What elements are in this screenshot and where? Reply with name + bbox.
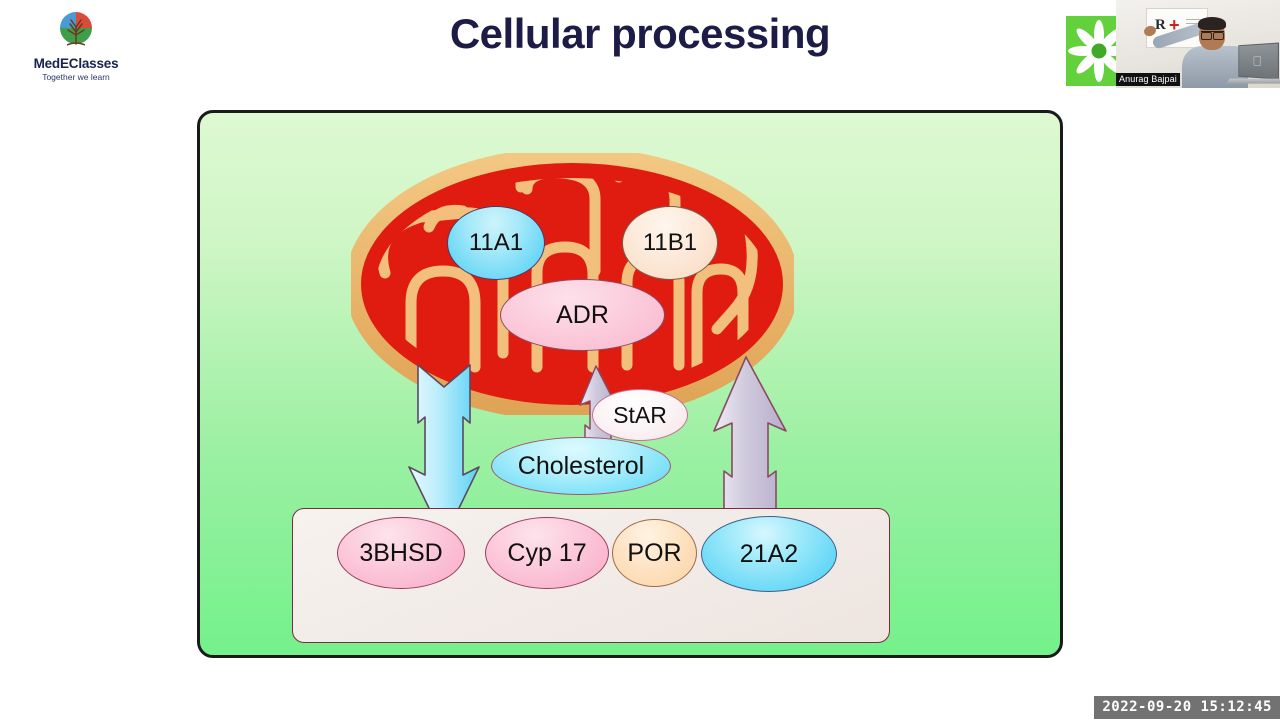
label-11a1-text: 11A1	[468, 229, 524, 256]
label-21a2[interactable]: 21A2	[701, 516, 837, 592]
label-cyp17-text: Cyp 17	[507, 538, 587, 567]
recording-timestamp: 2022-09-20 15:12:45	[1094, 696, 1280, 719]
label-11b1-text: 11B1	[642, 229, 698, 256]
arrow-down-striped-icon	[408, 364, 480, 540]
brand-tagline: Together we learn	[42, 72, 110, 82]
page-title: Cellular processing	[449, 10, 831, 57]
label-11a1[interactable]: 11A1	[447, 206, 545, 280]
poster-glyph-2: +	[1169, 15, 1180, 35]
label-star-text: StAR	[613, 401, 667, 428]
label-cholesterol[interactable]: Cholesterol	[491, 437, 671, 495]
label-cholesterol-text: Cholesterol	[517, 451, 645, 480]
laptop-base	[1226, 78, 1280, 84]
label-por[interactable]: POR	[612, 519, 697, 587]
label-cyp17[interactable]: Cyp 17	[485, 517, 609, 589]
laptop-screen: 	[1238, 42, 1280, 80]
tree-logo-icon	[53, 8, 99, 54]
brand-name: MedEClasses	[33, 56, 119, 71]
presenter-hair	[1198, 17, 1226, 30]
label-adr[interactable]: ADR	[500, 279, 665, 351]
label-star[interactable]: StAR	[592, 389, 688, 441]
presenter-name-label: Anurag Bajpai	[1116, 73, 1180, 86]
presenter-glasses	[1201, 31, 1224, 40]
label-21a2-text: 21A2	[739, 539, 799, 568]
label-11b1[interactable]: 11B1	[622, 206, 718, 280]
label-adr-text: ADR	[556, 300, 609, 329]
apple-logo-icon: 	[1252, 53, 1261, 68]
label-por-text: POR	[627, 538, 682, 567]
poster-glyph-1: R	[1155, 17, 1166, 33]
cell-diagram-panel: 11A1 11B1 ADR StAR Cholesterol 3BHSD Cyp…	[197, 110, 1063, 658]
brand-logo: MedEClasses Together we learn	[16, 8, 136, 82]
presenter-webcam-tile[interactable]: R +  Anurag Bajpai	[1116, 0, 1280, 88]
label-3bhsd-text: 3BHSD	[359, 538, 443, 567]
label-3bhsd[interactable]: 3BHSD	[337, 517, 465, 589]
